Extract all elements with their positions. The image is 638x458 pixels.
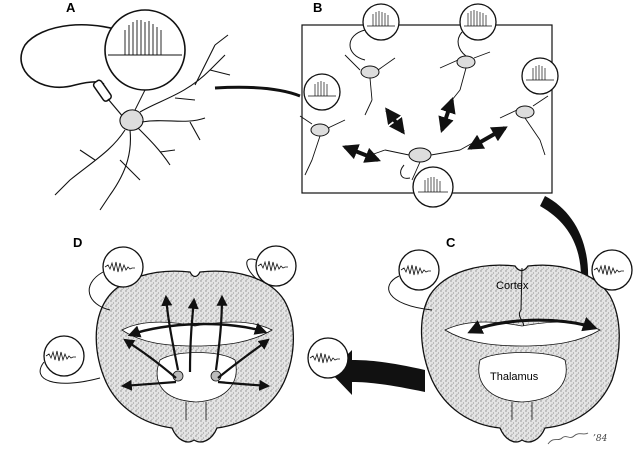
neuron-b4	[515, 105, 535, 119]
arrow-d-up-1	[161, 294, 180, 371]
arrow-b-2	[438, 96, 456, 134]
panel-d-label: D	[73, 235, 82, 250]
spike-train-inset-b4	[521, 57, 559, 95]
spike-train-inset-a	[104, 9, 186, 111]
panel-a: A	[20, 0, 301, 211]
sweep-arrow-c	[467, 317, 598, 334]
eeg-inset-c1	[398, 249, 440, 291]
arrow-a-to-b	[214, 85, 301, 98]
panel-b: B	[299, 0, 559, 208]
cortex-label: Cortex	[496, 280, 529, 292]
arrow-d-left-1	[123, 338, 177, 379]
panel-d: D	[39, 235, 349, 443]
arrow-d-right-2	[217, 379, 271, 391]
panel-c: C Cortex Thalamus	[388, 235, 633, 443]
arrow-d-right-1	[217, 338, 270, 379]
neuron-a	[54, 34, 231, 211]
panel-b-label: B	[313, 0, 322, 15]
panel-a-label: A	[66, 0, 76, 15]
eeg-inset-d2	[255, 245, 297, 287]
electrode	[92, 79, 112, 102]
spike-train-inset-b2	[459, 3, 497, 41]
arrow-b-1	[385, 107, 405, 135]
neuron-b2	[456, 55, 476, 69]
eeg-inset-d1	[102, 246, 144, 288]
eeg-inset-c2	[591, 249, 633, 291]
panel-c-label: C	[446, 235, 456, 250]
neuron-b3	[310, 123, 330, 137]
artist-signature: ’84	[547, 432, 608, 445]
arrow-d-up-2	[214, 294, 228, 371]
thalamus-label: Thalamus	[490, 371, 539, 383]
arrow-c-to-d	[330, 350, 425, 395]
spike-train-inset-b3	[303, 73, 341, 111]
sweep-arrow-d	[127, 322, 268, 338]
arrow-b-3	[342, 144, 381, 163]
eeg-inset-d3	[43, 335, 85, 377]
panel-b-frame	[301, 24, 553, 194]
signature-year: ’84	[593, 434, 608, 444]
eeg-inset-d4	[307, 337, 349, 379]
neuron-b5	[408, 147, 432, 163]
arrow-b-4	[467, 126, 508, 150]
electrode-wire	[20, 23, 141, 88]
arrow-d-left-2	[120, 379, 177, 391]
spike-train-inset-b1	[362, 3, 400, 41]
arrow-d-up-3	[187, 297, 199, 373]
neuron-b1	[360, 65, 380, 79]
spike-train-inset-b5	[412, 166, 454, 208]
